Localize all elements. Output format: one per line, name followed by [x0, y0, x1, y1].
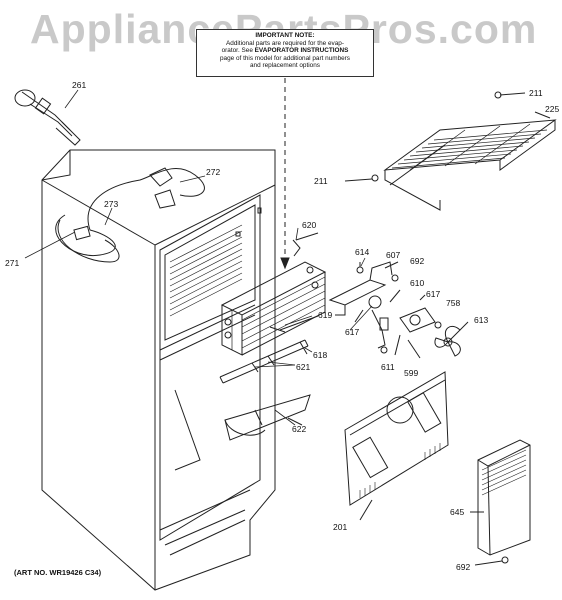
- mount-617: [395, 295, 441, 358]
- callout-271: 271: [5, 258, 20, 268]
- duct-622: [225, 395, 310, 440]
- refrigerator-case: [42, 150, 275, 590]
- note-line-2b: EVAPORATOR INSTRUCTIONS: [254, 47, 349, 55]
- bracket-607: [330, 262, 398, 315]
- leader-lines: [25, 90, 372, 425]
- callout-272: 272: [206, 167, 221, 177]
- callout-619: 619: [318, 310, 333, 320]
- callout-607: 607: [386, 250, 401, 260]
- callout-614: 614: [355, 247, 370, 257]
- callout-618: 618: [313, 350, 328, 360]
- note-line-3: page of this model for additional part n…: [219, 54, 351, 62]
- callout-273: 273: [104, 199, 119, 209]
- callout-610: 610: [410, 278, 425, 288]
- callout-211-top: 211: [529, 88, 543, 98]
- callout-692-top: 692: [410, 256, 425, 266]
- important-note-box: IMPORTANT NOTE: Additional parts are req…: [196, 29, 374, 77]
- callout-599: 599: [404, 368, 419, 378]
- callout-620: 620: [302, 220, 317, 230]
- note-line-4: and replacement options: [250, 62, 320, 70]
- art-number: (ART NO. WR19426 C34): [14, 568, 102, 577]
- fan-motor-610: [355, 290, 400, 353]
- note-title: IMPORTANT NOTE:: [255, 32, 315, 39]
- cover-201: [345, 372, 448, 520]
- part-261: [15, 90, 80, 145]
- shelf-225: [345, 92, 555, 210]
- callout-225: 225: [545, 104, 560, 114]
- callout-201: 201: [333, 522, 348, 532]
- note-line-1: Additional parts are required for the ev…: [226, 39, 344, 47]
- callout-211-left: 211: [314, 176, 328, 186]
- callout-758: 758: [446, 298, 461, 308]
- callout-613: 613: [474, 315, 489, 325]
- cover-645: [470, 440, 530, 565]
- evaporator-619: [222, 233, 325, 355]
- callout-622: 622: [292, 424, 307, 434]
- callout-617-right: 617: [426, 289, 441, 299]
- callout-645: 645: [450, 507, 465, 517]
- callout-617-left: 617: [345, 327, 360, 337]
- wire-harness: [56, 168, 205, 262]
- note-line-2: orator. See EVAPORATOR INSTRUCTIONS: [197, 47, 373, 55]
- callout-621: 621: [296, 362, 311, 372]
- callout-261: 261: [72, 80, 87, 90]
- callout-611: 611: [381, 362, 395, 372]
- heater-618: [220, 316, 318, 383]
- note-line-2a: orator. See: [221, 47, 255, 55]
- callout-692-bottom: 692: [456, 562, 471, 572]
- fan-blade-613: [435, 322, 468, 356]
